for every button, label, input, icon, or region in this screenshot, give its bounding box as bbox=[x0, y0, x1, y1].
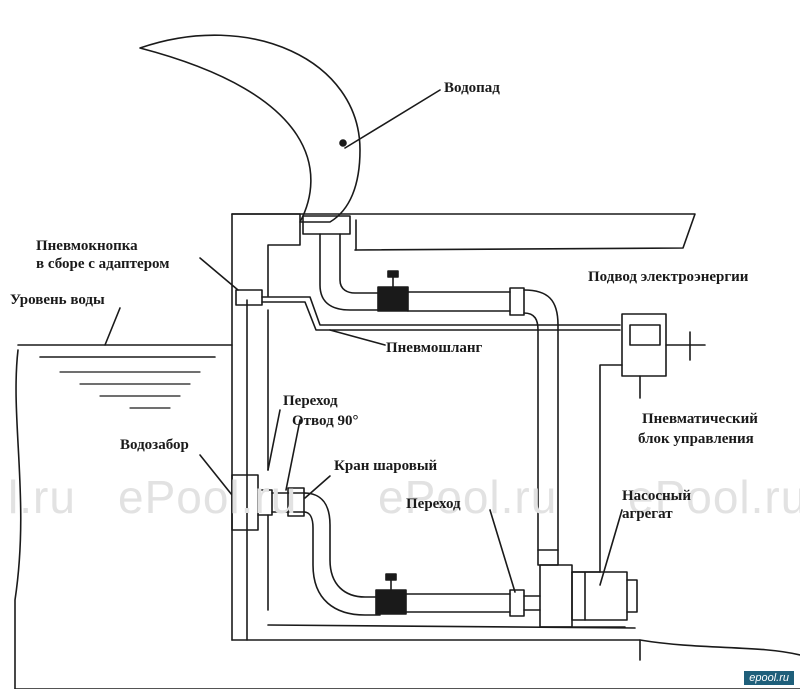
waterfall-fitting bbox=[302, 215, 351, 235]
site-logo: epool.ru bbox=[744, 671, 794, 685]
pool-bottom-curve bbox=[14, 349, 22, 689]
label-pump-2: агрегат bbox=[622, 506, 673, 522]
waterfall-dot bbox=[339, 139, 347, 147]
leader-elbow bbox=[285, 419, 301, 491]
label-control-unit-2: блок управления bbox=[638, 431, 754, 447]
air-hose-line bbox=[261, 296, 621, 326]
leader-ball-valve bbox=[304, 475, 331, 499]
leader-air-hose bbox=[329, 329, 386, 346]
intake-fitting bbox=[231, 474, 259, 531]
label-adapter-bottom: Переход bbox=[406, 496, 461, 512]
leader-pump bbox=[599, 509, 623, 586]
pool-floor bbox=[231, 639, 641, 661]
label-adapter-top: Переход bbox=[283, 393, 338, 409]
watermark-2: ePool.ru bbox=[118, 471, 298, 523]
watermark-4: ePool.ru bbox=[628, 471, 800, 523]
control-to-pump bbox=[599, 364, 623, 573]
label-power-supply: Подвод электроэнергии bbox=[588, 269, 749, 285]
bottom-valve-body bbox=[375, 589, 407, 615]
label-waterfall: Водопад bbox=[444, 80, 500, 96]
leader-water-level bbox=[104, 307, 121, 346]
leader-adapter-bottom bbox=[489, 509, 516, 593]
label-ball-valve: Кран шаровый bbox=[334, 458, 438, 474]
label-water-level: Уровень воды bbox=[10, 292, 105, 308]
ground-right bbox=[639, 639, 800, 656]
top-valve-body bbox=[377, 286, 409, 312]
deck-slab bbox=[231, 213, 696, 251]
label-intake: Водозабор bbox=[120, 437, 189, 453]
label-air-button-2: в сборе с адаптером bbox=[36, 256, 170, 272]
deck-step bbox=[231, 213, 301, 297]
leader-adapter-top bbox=[267, 409, 281, 471]
label-elbow: Отвод 90° bbox=[292, 413, 359, 429]
label-air-button: Пневмокнопка bbox=[36, 238, 138, 254]
leader-intake bbox=[199, 454, 233, 496]
waterfall-shape bbox=[139, 34, 361, 223]
watermark-1: l.ru bbox=[8, 471, 76, 523]
leader-air-button bbox=[199, 257, 239, 291]
label-control-unit: Пневматический bbox=[642, 411, 758, 427]
pump-head bbox=[539, 564, 573, 628]
label-pump: Насосный bbox=[622, 488, 691, 504]
air-button bbox=[235, 289, 263, 306]
label-air-hose: Пневмошланг bbox=[386, 340, 483, 356]
leader-waterfall bbox=[344, 89, 441, 149]
watermark-3: ePool.ru bbox=[378, 471, 558, 523]
pump-motor bbox=[571, 571, 628, 621]
